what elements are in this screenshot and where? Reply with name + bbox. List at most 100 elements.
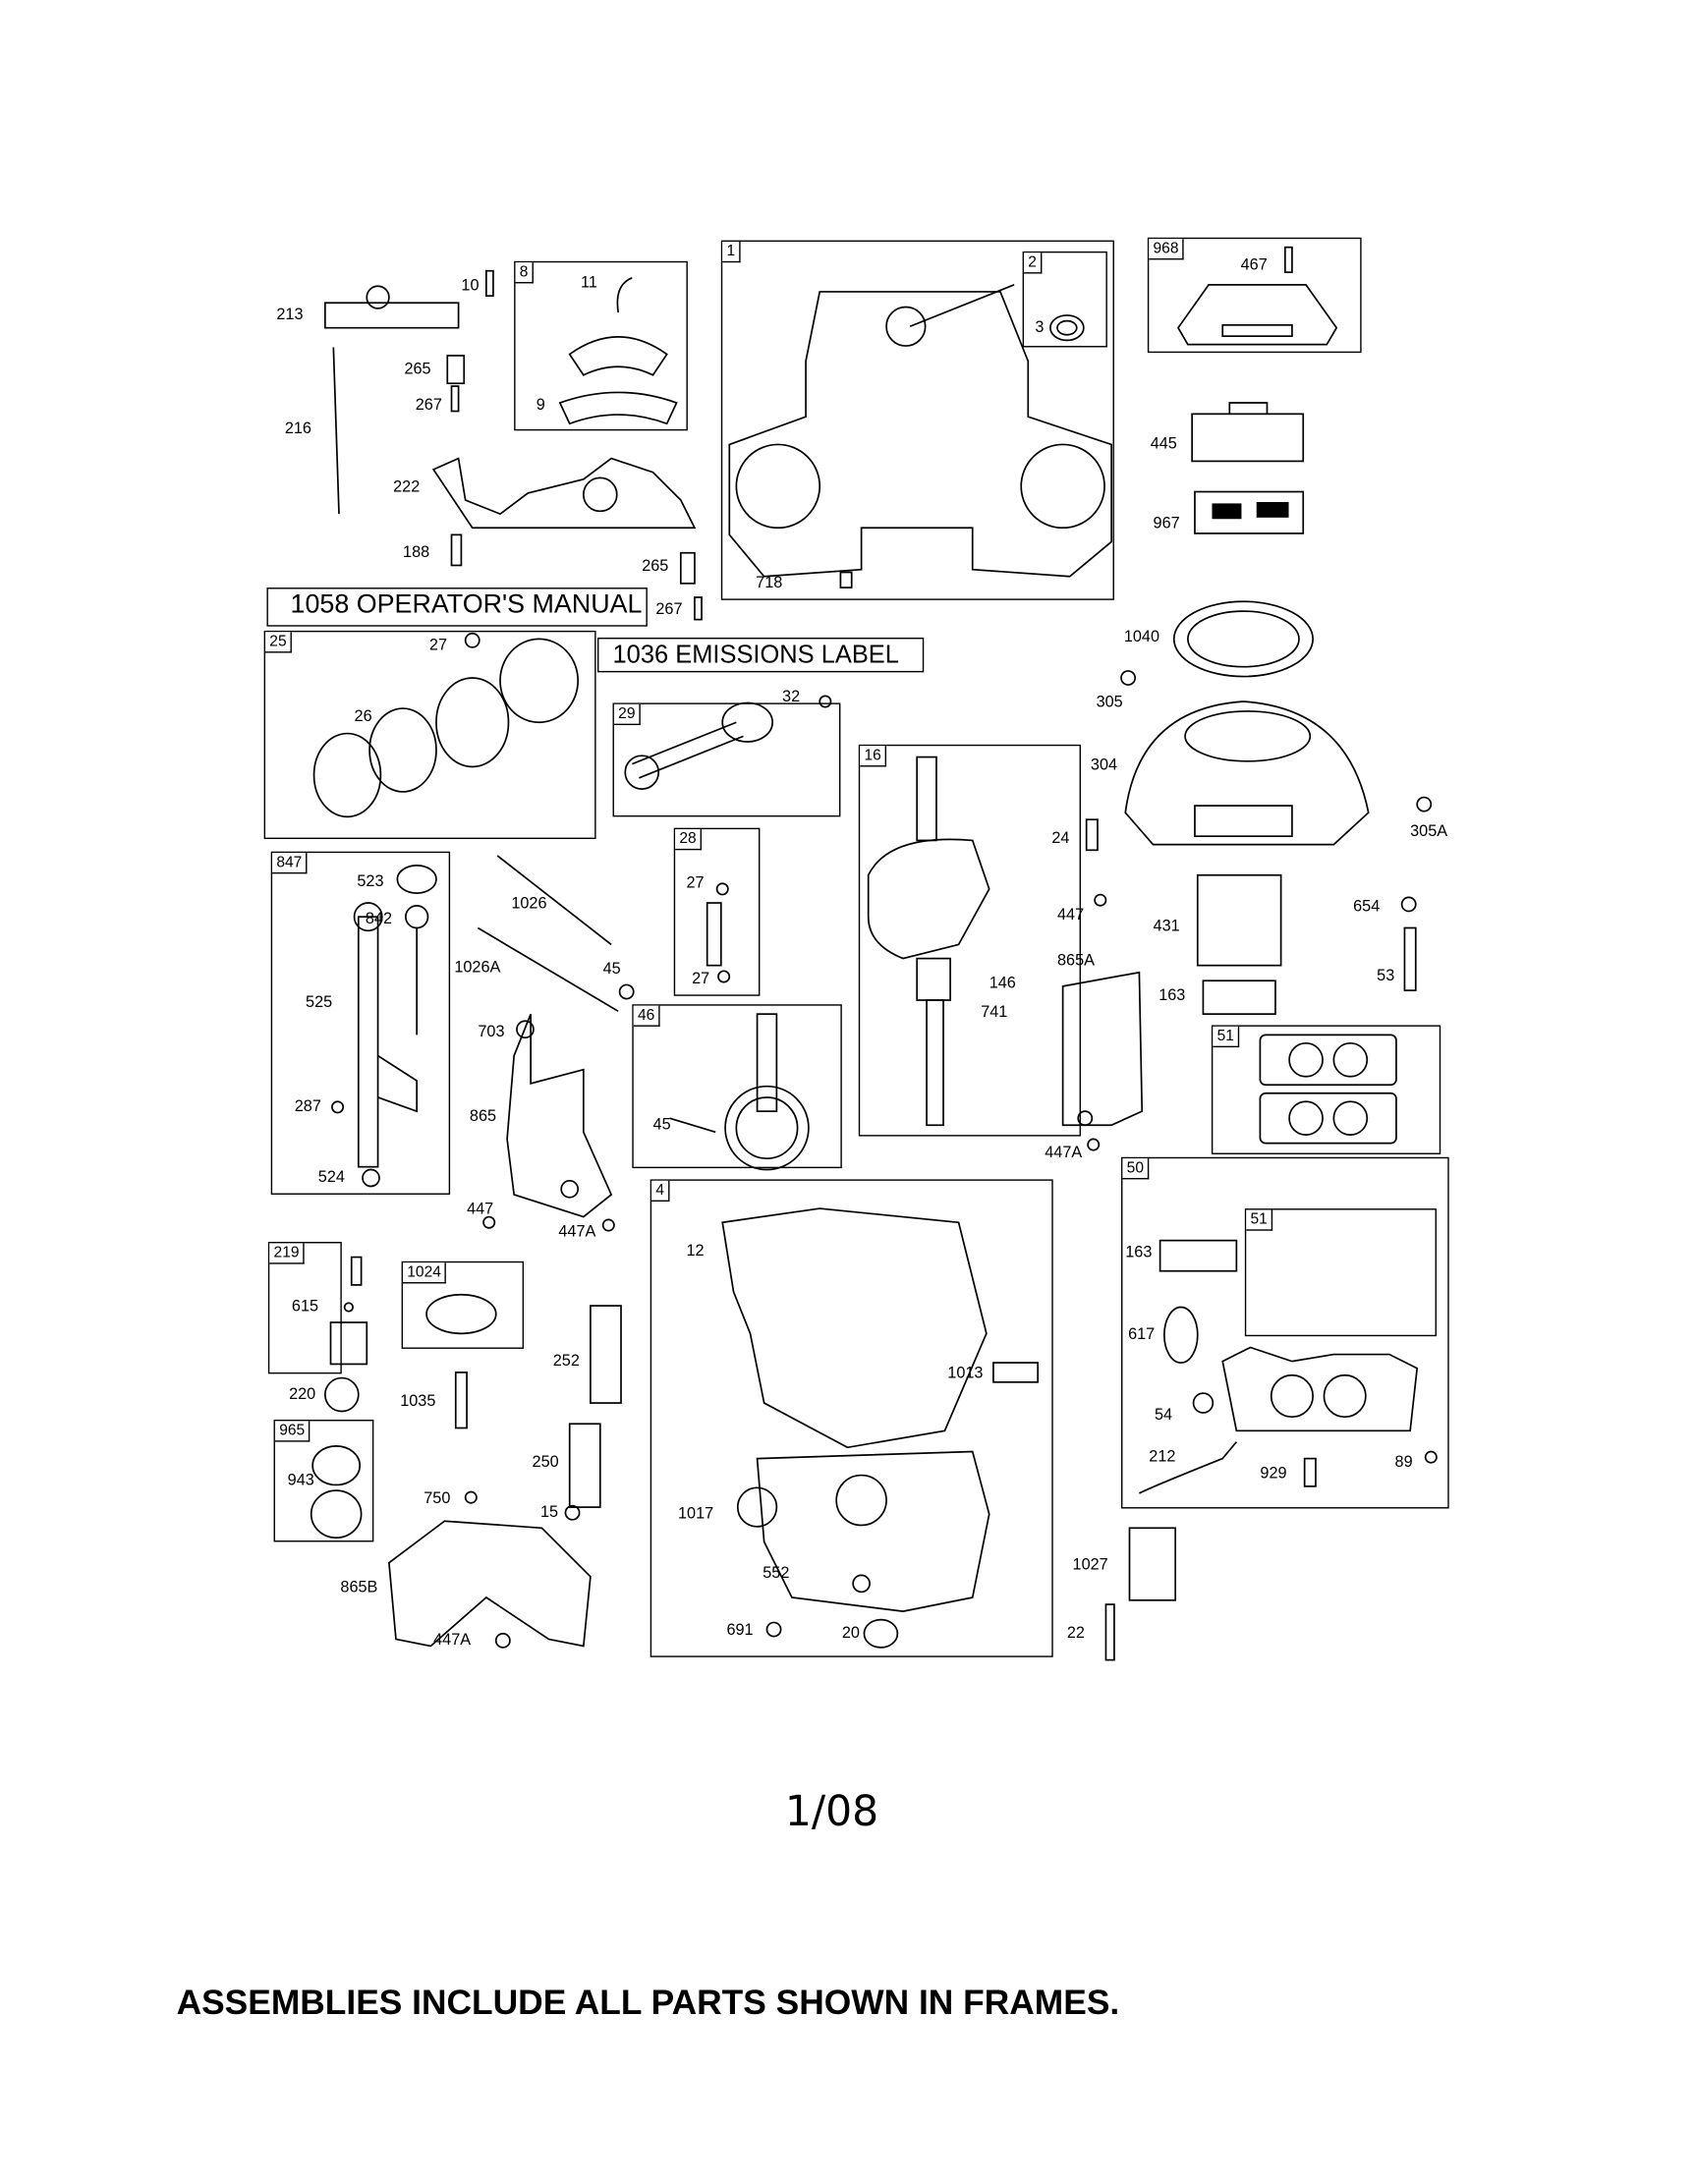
part-number-callout: 447	[467, 1202, 494, 1218]
part-number-callout: 267	[415, 397, 442, 415]
part-number-callout: 865A	[1056, 952, 1095, 970]
part-number-callout: 45	[602, 961, 621, 979]
part-number-callout: 750	[424, 1490, 451, 1508]
assembly-frame: 2	[1022, 251, 1107, 348]
frame-number-tag: 51	[1246, 1209, 1273, 1231]
frame-number-tag: 28	[675, 829, 703, 851]
connecting-rod-part	[624, 695, 832, 790]
part-number-callout: 524	[317, 1169, 345, 1187]
assembly-frame: 965	[273, 1420, 374, 1542]
part-number-callout: 146	[989, 975, 1016, 992]
part-number-callout: 163	[1158, 987, 1186, 1005]
part-number-callout: 615	[291, 1298, 319, 1316]
assembly-frame: 46	[632, 1004, 842, 1169]
part-number-callout: 250	[532, 1454, 559, 1472]
crankshaft-part	[867, 756, 990, 1127]
part-number-callout: 1026	[511, 895, 547, 913]
part-number-callout: 15	[540, 1504, 559, 1522]
frame-number-tag: 219	[269, 1243, 306, 1264]
part-number-callout: 447A	[1045, 1145, 1083, 1162]
part-number-callout: 188	[403, 544, 430, 562]
assembly-frame: 28	[673, 827, 761, 996]
frame-number-tag: 46	[633, 1005, 660, 1027]
part-number-callout: 3	[1035, 319, 1045, 337]
part-number-callout: 447A	[433, 1632, 472, 1650]
part-number-callout: 287	[294, 1098, 321, 1116]
governor-lever-part	[324, 285, 460, 515]
part-number-callout: 212	[1149, 1448, 1176, 1466]
sump-part	[736, 1450, 990, 1649]
assembly-frame: 1024	[401, 1260, 525, 1349]
part-number-callout: 467	[1240, 256, 1268, 274]
frame-number-tag: 965	[274, 1421, 311, 1442]
frame-number-tag: 50	[1122, 1158, 1150, 1180]
part-number-callout: 445	[1150, 435, 1177, 453]
part-number-callout: 943	[287, 1472, 314, 1489]
assembly-frame: 25	[263, 630, 596, 839]
part-number-callout: 9	[536, 397, 545, 415]
assembly-frame: 847	[270, 851, 451, 1195]
breather-cover-part	[558, 276, 678, 425]
part-number-callout: 1017	[677, 1505, 714, 1523]
oil-filter-part	[1104, 1527, 1177, 1661]
part-number-callout: 447A	[558, 1223, 596, 1241]
assembly-frame: 1	[720, 240, 1114, 600]
side-baffle-part	[1061, 818, 1144, 1151]
exhaust-manifold-part	[1139, 796, 1438, 1494]
part-number-callout: 89	[1394, 1454, 1413, 1472]
frame-number-tag: 1	[722, 242, 741, 263]
part-number-callout: 267	[655, 601, 683, 619]
part-number-callout: 1026A	[454, 960, 501, 977]
emissions-label-box: 1036 EMISSIONS LABEL	[596, 637, 925, 673]
part-number-callout: 10	[461, 277, 480, 295]
part-number-callout: 552	[763, 1565, 790, 1583]
assembly-frame: 219	[267, 1242, 342, 1374]
part-number-callout: 26	[354, 708, 372, 726]
dipstick-tube-part	[331, 865, 437, 1188]
part-number-callout: 11	[581, 274, 597, 292]
assembly-frame: 50	[1121, 1156, 1449, 1509]
screens-part	[464, 1305, 622, 1521]
part-number-callout: 967	[1153, 515, 1180, 532]
part-number-callout: 53	[1377, 968, 1395, 985]
frame-number-tag: 29	[613, 703, 642, 726]
part-number-callout: 703	[478, 1024, 505, 1041]
part-number-callout: 45	[652, 1116, 671, 1134]
part-number-callout: 447	[1056, 907, 1085, 924]
frame-number-tag: 51	[1213, 1026, 1240, 1048]
part-number-callout: 617	[1128, 1326, 1156, 1344]
assembly-frame: 51	[1211, 1025, 1441, 1154]
assembly-frame: 29	[612, 702, 841, 817]
part-number-callout: 220	[289, 1386, 316, 1404]
part-number-callout: 842	[365, 911, 392, 928]
camshaft-part	[669, 1013, 810, 1171]
assembly-frame: 8	[514, 260, 688, 431]
part-number-callout: 27	[428, 637, 447, 654]
air-cleaner-gasket-part	[1172, 600, 1314, 678]
air-cleaner-cover-part	[1176, 284, 1338, 346]
part-number-callout: 252	[552, 1353, 580, 1371]
part-number-callout: 213	[276, 307, 304, 324]
part-number-callout: 691	[726, 1622, 754, 1640]
part-number-callout: 865B	[340, 1579, 378, 1596]
air-filter-part	[1191, 402, 1305, 534]
part-number-callout: 27	[692, 971, 710, 988]
oil-pump-part	[324, 1256, 497, 1429]
baffle-part	[482, 1013, 615, 1232]
part-number-callout: 305	[1096, 694, 1123, 711]
part-number-callout: 865	[469, 1108, 497, 1126]
assembly-frame: 968	[1147, 237, 1362, 354]
frame-number-tag: 847	[272, 853, 308, 874]
part-number-callout: 12	[686, 1243, 705, 1260]
gasket-set-part	[1259, 1034, 1397, 1145]
part-number-callout: 265	[642, 558, 669, 576]
part-number-callout: 525	[306, 994, 333, 1012]
date-code: 1/08	[784, 1787, 879, 1837]
assembly-frame: 4	[650, 1179, 1053, 1657]
part-number-callout: 929	[1260, 1465, 1287, 1483]
frame-number-tag: 968	[1149, 239, 1185, 260]
part-number-callout: 216	[284, 420, 311, 438]
air-cleaner-base-part	[1124, 700, 1370, 846]
